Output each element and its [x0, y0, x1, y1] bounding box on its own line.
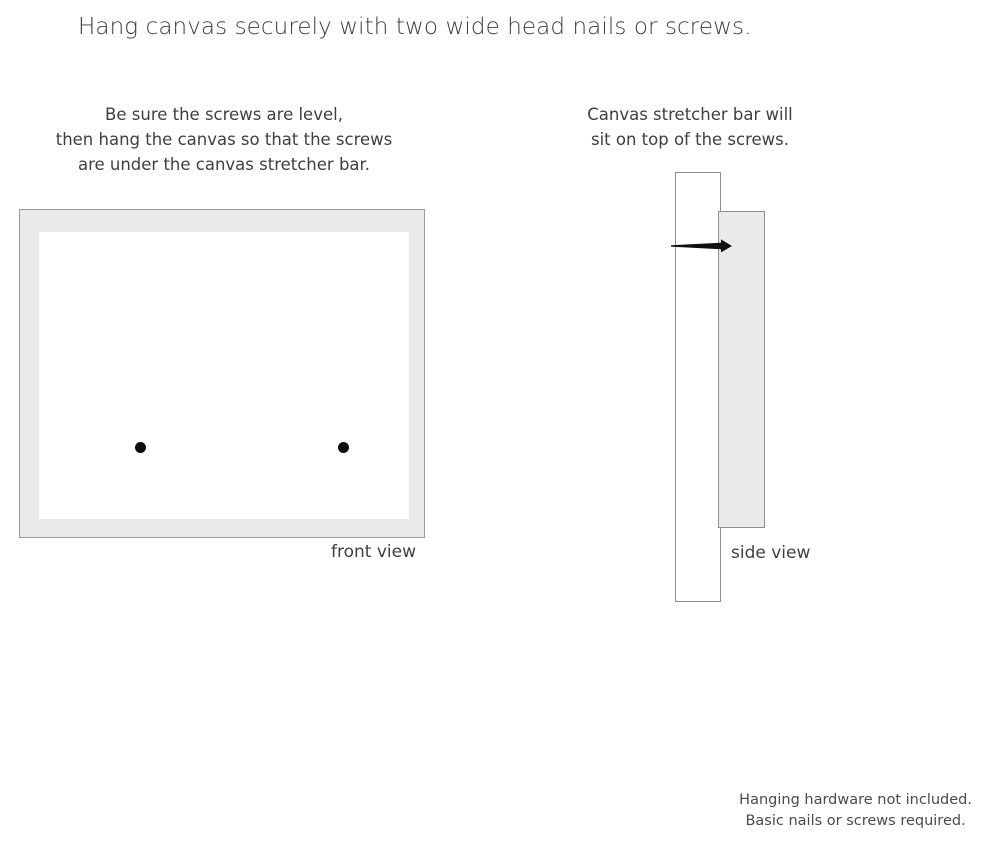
front-view-canvas-frame	[19, 209, 425, 538]
side-view-label: side view	[731, 543, 811, 563]
side-view-caption-line-1: Canvas stretcher bar will	[587, 105, 793, 124]
front-view-label: front view	[331, 542, 416, 562]
page-title: Hang canvas securely with two wide head …	[78, 14, 752, 40]
side-view-caption-line-2: sit on top of the screws.	[590, 129, 790, 149]
screw-dot-right-icon	[338, 442, 349, 453]
side-view-stretcher-bar	[718, 211, 765, 528]
front-view-caption-line-1: Be sure the screws are level,	[105, 105, 343, 124]
front-view-caption-line-3: are under the canvas stretcher bar.	[77, 154, 371, 174]
front-view-canvas-face	[39, 232, 409, 519]
front-view-caption-line-2: then hang the canvas so that the screws	[55, 129, 393, 149]
screw-dot-left-icon	[135, 442, 146, 453]
footer-line-2: Basic nails or screws required.	[745, 813, 966, 829]
footer-note: Hanging hardware not included. Basic nai…	[739, 790, 972, 832]
nail-icon	[671, 236, 733, 256]
side-view-caption: Canvas stretcher bar will sit on top of …	[545, 103, 835, 153]
footer-line-1: Hanging hardware not included.	[739, 792, 972, 808]
front-view-caption: Be sure the screws are level, then hang …	[24, 103, 424, 177]
